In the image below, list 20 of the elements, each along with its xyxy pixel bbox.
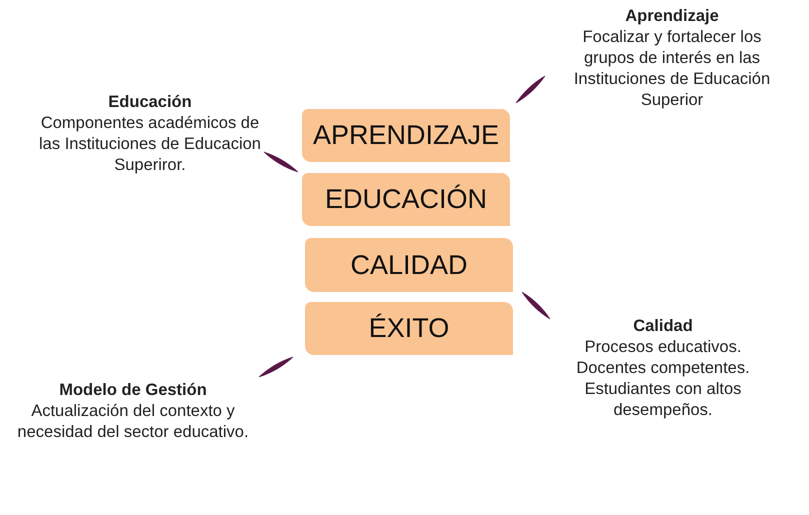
label-box [302, 173, 510, 226]
box-label: CALIDAD [350, 250, 468, 280]
label-box [305, 238, 513, 292]
label-box [302, 109, 510, 162]
heading: Calidad [632, 316, 694, 337]
description: Procesos educativos. Docentes competentes. Estudiantes con altos desempeños. [575, 337, 751, 421]
label-box [305, 302, 513, 355]
leader-line [264, 152, 298, 172]
box-label: APRENDIZAJE [312, 120, 500, 151]
leader-line [522, 292, 550, 320]
heading: Modelo de Gestión [58, 380, 208, 401]
box-label: ÉXITO [368, 313, 450, 344]
heading: Aprendizaje [624, 6, 720, 27]
heading: Educación [107, 92, 193, 113]
leader-line [516, 76, 546, 104]
box-label: EDUCACIÓN [324, 184, 487, 215]
description: Actualización del contexto y necesidad del sector educativo. [16, 401, 250, 443]
description: Focalizar y fortalecer los grupos de interés en las Instituciones de Educación Superior [572, 27, 772, 111]
leader-line [258, 356, 294, 378]
description: Componentes académicos de las Instituciones de Educacion Superiror. [38, 113, 262, 176]
